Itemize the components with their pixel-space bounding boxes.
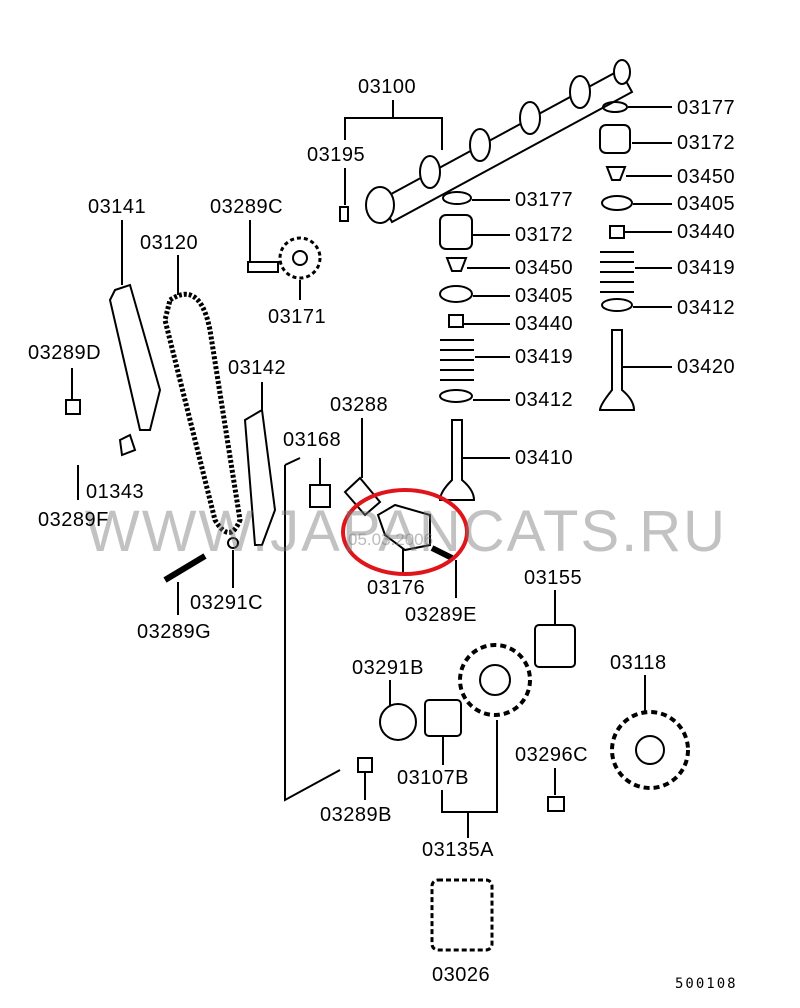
bolt-03289E: [430, 545, 454, 561]
gear-03118: [610, 710, 690, 790]
label-03419[interactable]: 03419: [677, 257, 736, 279]
label-03120[interactable]: 03120: [140, 232, 199, 254]
valve-assembly-center: [438, 191, 510, 501]
diagram-code: 500108: [675, 976, 738, 992]
camshaft: [365, 59, 634, 224]
label-01343[interactable]: 01343: [86, 481, 145, 503]
label-03177[interactable]: 03177: [515, 189, 574, 211]
bolt-03289B: [357, 757, 373, 773]
label-03289E[interactable]: 03289E: [405, 604, 477, 626]
highlight-circle: [341, 488, 469, 576]
watermark-date: 05.03.2006: [348, 530, 434, 549]
label-03168[interactable]: 03168: [283, 429, 342, 451]
nut-03296C: [547, 796, 565, 812]
bracket-01343: [118, 433, 137, 457]
chain-guide-03141: [108, 283, 162, 431]
label-03419[interactable]: 03419: [515, 346, 574, 368]
label-03026[interactable]: 03026: [432, 964, 491, 986]
label-03289C[interactable]: 03289C: [210, 196, 284, 218]
label-03450[interactable]: 03450: [515, 257, 574, 279]
pin-03195: [339, 206, 349, 222]
label-03177[interactable]: 03177: [677, 97, 736, 119]
bolt-03289D: [65, 399, 81, 415]
label-03450[interactable]: 03450: [677, 166, 736, 188]
label-03440[interactable]: 03440: [677, 221, 736, 243]
label-03195[interactable]: 03195: [307, 144, 366, 166]
label-03107B[interactable]: 03107B: [397, 767, 469, 789]
label-03420[interactable]: 03420: [677, 356, 736, 378]
label-03172[interactable]: 03172: [677, 132, 736, 154]
label-03141[interactable]: 03141: [88, 196, 147, 218]
tensioner-03176: [376, 503, 431, 552]
watermark: WWW.JAPANCATS.RU: [85, 499, 728, 564]
label-03289F[interactable]: 03289F: [38, 509, 109, 531]
bushing-03107B: [424, 699, 462, 737]
bushing-03168: [309, 484, 331, 508]
label-03118[interactable]: 03118: [610, 652, 667, 674]
label-03155[interactable]: 03155: [524, 567, 583, 589]
part-03155: [534, 624, 576, 668]
label-03291B[interactable]: 03291B: [352, 657, 424, 679]
washer-03291C: [227, 537, 239, 549]
label-03135A[interactable]: 03135A: [422, 839, 494, 861]
label-03405[interactable]: 03405: [515, 285, 574, 307]
label-03289G[interactable]: 03289G: [137, 621, 212, 643]
label-03412[interactable]: 03412: [677, 297, 736, 319]
label-03412[interactable]: 03412: [515, 389, 574, 411]
label-03410[interactable]: 03410: [515, 447, 574, 469]
label-03440[interactable]: 03440: [515, 313, 574, 335]
label-03289D[interactable]: 03289D: [28, 342, 102, 364]
leader-03100: [344, 100, 443, 150]
label-03100[interactable]: 03100: [358, 76, 417, 98]
label-03289B[interactable]: 03289B: [320, 804, 392, 826]
label-03405[interactable]: 03405: [677, 193, 736, 215]
bolt-03289G: [163, 553, 207, 583]
label-03296C[interactable]: 03296C: [515, 744, 589, 766]
label-03172[interactable]: 03172: [515, 224, 574, 246]
label-03142[interactable]: 03142: [228, 357, 287, 379]
gear-03026: [430, 878, 494, 952]
label-03176[interactable]: 03176: [367, 577, 426, 599]
label-03171[interactable]: 03171: [268, 306, 327, 328]
label-03291C[interactable]: 03291C: [190, 592, 264, 614]
flange-03291B: [379, 703, 417, 741]
tensioner-lever-03142: [243, 408, 277, 546]
gear-03135A: [458, 643, 532, 717]
sprocket-03171: [247, 236, 322, 280]
label-03288[interactable]: 03288: [330, 394, 389, 416]
timing-chain-03120: [162, 291, 243, 535]
gasket-03288: [343, 476, 382, 517]
valve-assembly-right: [598, 101, 672, 411]
